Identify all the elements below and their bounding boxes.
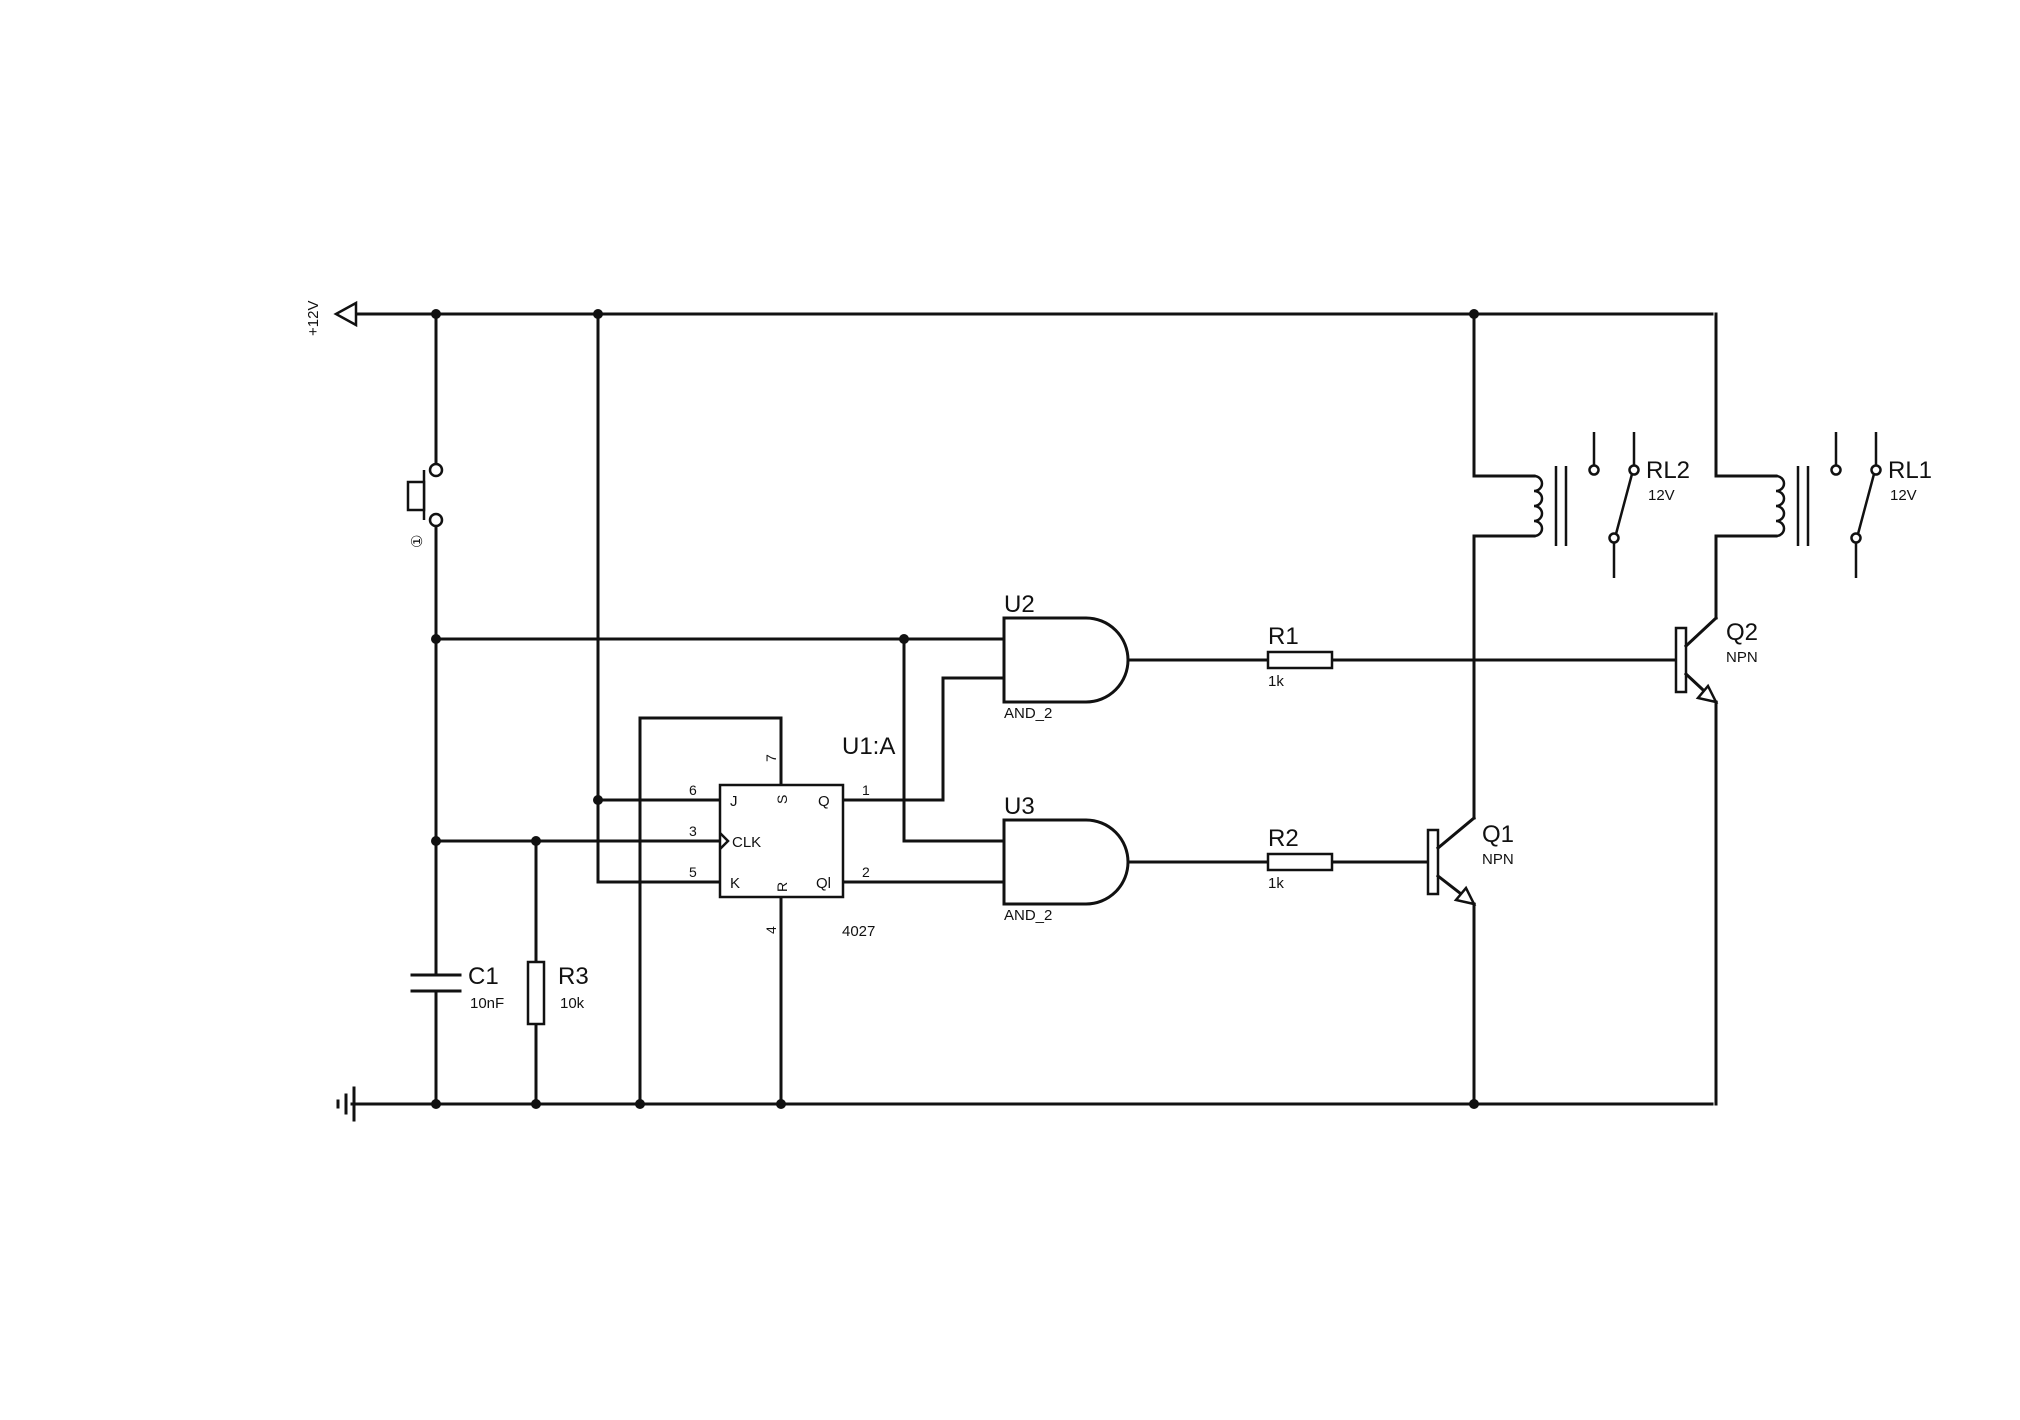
u1-pinnum-s: 7 [763, 754, 779, 762]
r1-ref: R1 [1268, 623, 1299, 650]
u1-pin-j: J [730, 793, 738, 810]
r2-value: 1k [1268, 875, 1284, 892]
u1-pin-k: K [730, 875, 740, 892]
u1-pin-qbar: Ql [816, 875, 831, 892]
q1-ref: Q1 [1482, 821, 1514, 848]
u1-pin-q: Q [818, 793, 830, 810]
q2-ref: Q2 [1726, 619, 1758, 646]
u1-ref: U1:A [842, 733, 895, 760]
rl2-ref: RL2 [1646, 457, 1690, 484]
push-button-switch: ① [406, 462, 444, 548]
u2-type: AND_2 [1004, 705, 1052, 722]
u1-pin-clk: CLK [732, 834, 761, 851]
rl2-value: 12V [1648, 487, 1675, 504]
u1-pinnum-q: 1 [862, 782, 870, 798]
resistor-r2: R2 1k [1266, 825, 1334, 892]
u1-part: 4027 [842, 923, 875, 940]
u1-pinnum-clk: 3 [689, 823, 697, 839]
relay-rl1: RL1 12V [1775, 432, 1932, 578]
transistor-q2: Q2 NPN [1674, 615, 1758, 705]
u1-pin-r: R [774, 882, 790, 892]
ground-symbol [336, 1086, 358, 1122]
u3-type: AND_2 [1004, 907, 1052, 924]
transistor-q1: Q1 NPN [1426, 815, 1514, 907]
junction-dots [431, 309, 1479, 1109]
c1-ref: C1 [468, 963, 499, 990]
power-label: +12V [305, 301, 322, 336]
u3-ref: U3 [1004, 793, 1035, 820]
relay-rl2: RL2 12V [1533, 432, 1690, 578]
resistor-r1: R1 1k [1266, 623, 1334, 690]
r1-value: 1k [1268, 673, 1284, 690]
rl1-ref: RL1 [1888, 457, 1932, 484]
r3-ref: R3 [558, 963, 589, 990]
c1-value: 10nF [470, 995, 504, 1012]
q2-type: NPN [1726, 649, 1758, 666]
rl1-value: 12V [1890, 487, 1917, 504]
r3-value: 10k [560, 995, 585, 1012]
q1-type: NPN [1482, 851, 1514, 868]
u1-pinnum-r: 4 [763, 926, 779, 934]
r2-ref: R2 [1268, 825, 1299, 852]
switch-label: ① [409, 535, 426, 548]
resistor-r3: R3 10k [526, 960, 589, 1026]
u1-pinnum-k: 5 [689, 864, 697, 880]
wires [350, 312, 1778, 1106]
capacitor-c1: C1 10nF [410, 963, 504, 1012]
and-gate-u3: U3 AND_2 [1002, 793, 1130, 924]
u1-pinnum-qbar: 2 [862, 864, 870, 880]
u2-ref: U2 [1004, 591, 1035, 618]
and-gate-u2: U2 AND_2 [1002, 591, 1130, 722]
flip-flop-u1a: J CLK K Q Ql S R 6 3 5 1 2 7 4 U1:A 4027 [689, 733, 895, 940]
u1-pin-s: S [774, 795, 790, 804]
u1-pinnum-j: 6 [689, 782, 697, 798]
power-symbol: +12V [305, 301, 358, 336]
